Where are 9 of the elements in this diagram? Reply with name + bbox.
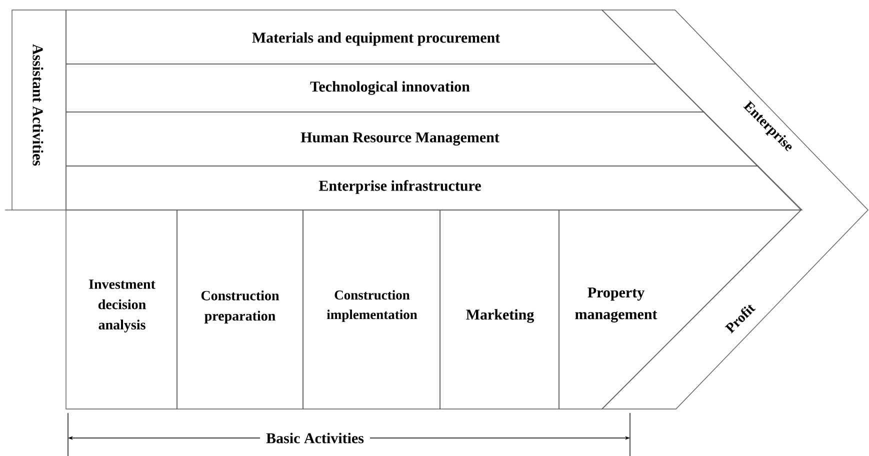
support-band: Materials and equipment procurement: [66, 10, 657, 64]
dimension-label: Basic Activities: [260, 429, 370, 447]
support-band: Technological innovation: [66, 64, 705, 112]
support-band: Enterprise infrastructure: [66, 166, 803, 210]
activity-cell: Construction implementation: [302, 210, 440, 410]
activity-cell: Marketing: [440, 210, 560, 410]
activity-cell: Construction preparation: [176, 210, 304, 410]
side-band: Assistant Activities: [12, 10, 66, 210]
activity-cell: Investment decision analysis: [66, 210, 178, 410]
